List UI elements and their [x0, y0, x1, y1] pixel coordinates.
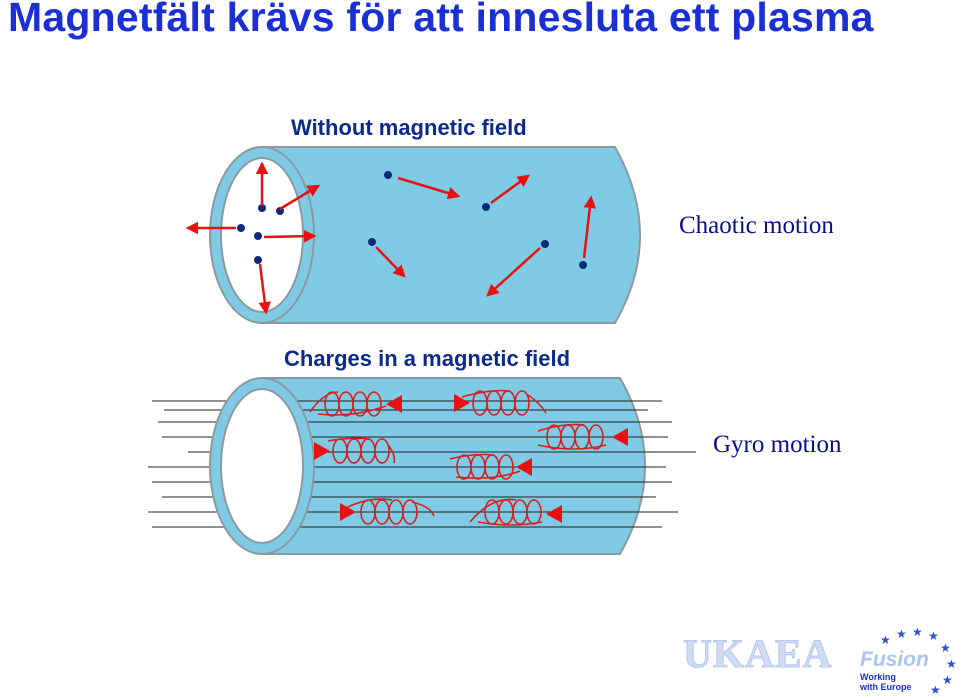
gyro-helix	[469, 498, 543, 526]
gyro-arrowhead	[516, 458, 532, 476]
bottom-tube-opening	[220, 388, 304, 544]
gyro-helix	[341, 498, 435, 525]
star-icon: ★ ★ ★ ★ ★ ★ ★ ★	[880, 628, 957, 696]
working-with-europe-text: Working with Europe	[860, 672, 912, 692]
gyro-helices	[309, 389, 607, 526]
slide-title: Magnetfält krävs för att innesluta ett p…	[8, 0, 874, 40]
bottom-panel-heading: Charges in a magnetic field	[284, 346, 570, 371]
gyro-arrowhead	[454, 394, 470, 412]
svg-text:★: ★	[930, 683, 941, 696]
top-tube-body	[261, 146, 641, 324]
gyro-helix	[327, 437, 396, 464]
top-particles	[237, 171, 587, 269]
top-panel-heading: Without magnetic field	[291, 115, 527, 140]
svg-text:★: ★	[880, 633, 891, 647]
gyro-helix	[449, 453, 521, 480]
gyro-helix	[537, 423, 607, 450]
gyro-arrowhead	[546, 505, 562, 523]
ukaea-logo: UKAEA	[682, 631, 833, 677]
gyro-direction-arrows	[314, 394, 628, 523]
gyro-helix	[309, 391, 387, 417]
gyro-arrowhead	[314, 442, 330, 460]
gyro-arrowhead	[386, 395, 402, 413]
chaotic-motion-label: Chaotic motion	[679, 212, 834, 239]
svg-text:★: ★	[912, 628, 923, 639]
gyro-helix	[461, 389, 547, 416]
bottom-tube-body	[261, 377, 646, 555]
svg-text:★: ★	[942, 673, 953, 687]
euro-stars-logo: ★ ★ ★ ★ ★ ★ ★ ★	[880, 628, 957, 696]
gyro-arrowhead	[612, 428, 628, 446]
svg-text:★: ★	[896, 628, 907, 641]
fusion-logo: Fusion	[860, 648, 929, 671]
chaotic-motion-arrows	[185, 161, 597, 315]
svg-text:★: ★	[946, 657, 957, 671]
svg-text:★: ★	[928, 629, 939, 643]
gyro-motion-label: Gyro motion	[713, 431, 842, 458]
svg-text:★: ★	[940, 641, 951, 655]
gyro-arrowhead	[340, 503, 356, 521]
